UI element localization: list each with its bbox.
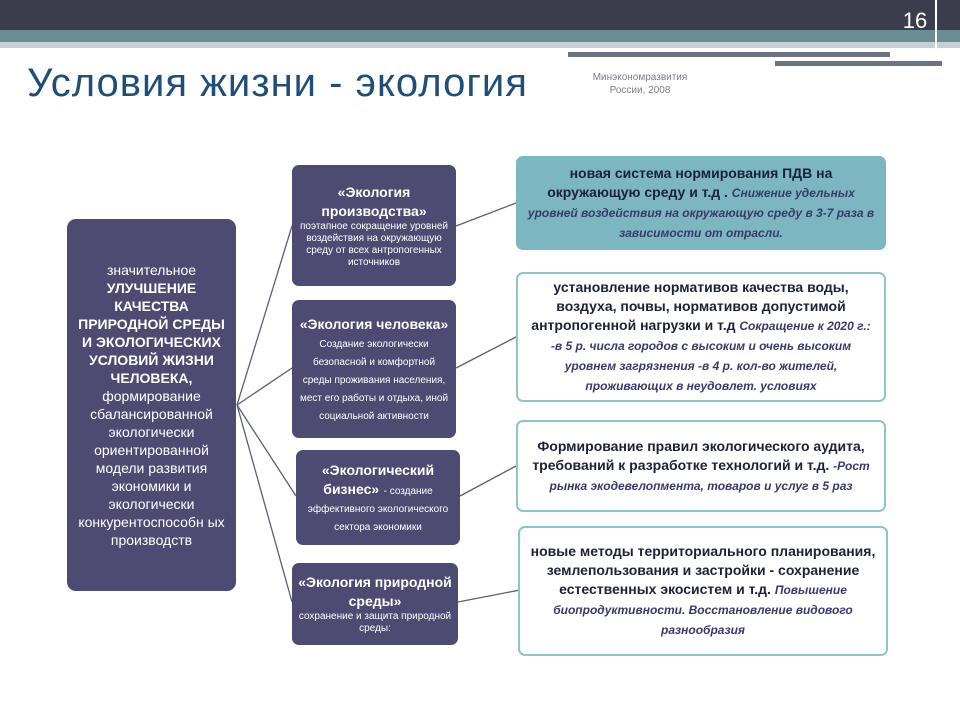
result-measure: установление нормативов качества воды, в… <box>531 279 849 333</box>
result-target: Снижение удельных уровней воздействия на… <box>527 185 875 240</box>
connector <box>455 202 517 227</box>
source-line: России, 2008 <box>609 85 671 96</box>
slide-title: Условия жизни - экология <box>27 61 528 105</box>
result-measure: новые методы территориального планирован… <box>530 543 876 597</box>
connector <box>457 589 521 603</box>
decor-bar <box>568 52 890 57</box>
branch-box-nature: «Экология природной среды» сохранение и … <box>292 563 458 645</box>
result-target: Сокращение к 2020 г.: -в 5 р. числа горо… <box>550 319 871 393</box>
connector <box>455 336 517 369</box>
branch-title: «Экологический бизнес» <box>321 461 435 497</box>
slide-number-divider <box>935 0 937 50</box>
result-content: новые методы территориального планирован… <box>530 542 876 640</box>
result-target: Повышение биопродуктивности. Восстановле… <box>553 583 853 637</box>
branch-box-human: «Экология человека» Создание экологическ… <box>292 300 456 438</box>
branch-box-production: «Экология производства» поэтапное сокращ… <box>292 165 456 286</box>
central-goal-box: значительное УЛУЧШЕНИЕ КАЧЕСТВА ПРИРОДНО… <box>67 219 236 591</box>
branch-content: «Экологический бизнес» - создание эффект… <box>302 461 454 535</box>
result-box-human: установление нормативов качества воды, в… <box>516 272 886 402</box>
branch-title: «Экология человека» <box>299 315 449 332</box>
result-content: Формирование правил экологического аудит… <box>528 437 874 496</box>
branch-description: сохранение и защита природной среды: <box>298 611 452 634</box>
result-box-business: Формирование правил экологического аудит… <box>516 420 886 512</box>
connector <box>236 404 297 497</box>
branch-title: «Экология природной среды» <box>298 574 452 609</box>
central-goal-text: значительное УЛУЧШЕНИЕ КАЧЕСТВА ПРИРОДНО… <box>72 261 231 549</box>
source-note: Минэкономразвития России, 2008 <box>580 71 700 97</box>
branch-box-business: «Экологический бизнес» - создание эффект… <box>296 450 460 545</box>
branch-description: Создание экологически безопасной и комфо… <box>299 338 449 422</box>
result-target: -Рост рынка экодевелопмента, товаров и у… <box>549 458 870 493</box>
branch-description: - создание эффективного экологического с… <box>307 485 449 533</box>
slide-number: 16 <box>902 8 928 33</box>
header-band <box>0 0 960 30</box>
connector <box>236 225 293 406</box>
connector <box>236 367 293 406</box>
central-goal-main: УЛУЧШЕНИЕ КАЧЕСТВА ПРИРОДНОЙ СРЕДЫ И ЭКО… <box>78 280 225 386</box>
connector <box>459 465 517 497</box>
result-measure: новая система нормирования ПДВ на окружа… <box>547 164 833 200</box>
header-stripe <box>0 30 960 42</box>
result-content: новая система нормирования ПДВ на окружа… <box>526 164 876 243</box>
central-goal-post: формирование сбалансированной экологичес… <box>78 388 225 548</box>
result-content: установление нормативов качества воды, в… <box>528 278 874 396</box>
branch-content: «Экология человека» Создание экологическ… <box>298 315 450 424</box>
header-stripe-light <box>0 42 960 48</box>
source-line: Минэкономразвития <box>592 72 688 83</box>
connector <box>236 404 293 603</box>
decor-bar <box>775 61 942 66</box>
result-box-nature: новые методы территориального планирован… <box>518 526 888 656</box>
branch-description: поэтапное сокращение уровней воздействия… <box>299 220 449 268</box>
branch-title: «Экология производства» <box>321 183 427 219</box>
central-goal-pre: значительное <box>106 262 197 278</box>
result-measure: Формирование правил экологического аудит… <box>532 437 865 473</box>
result-box-production: новая система нормирования ПДВ на окружа… <box>516 156 886 250</box>
